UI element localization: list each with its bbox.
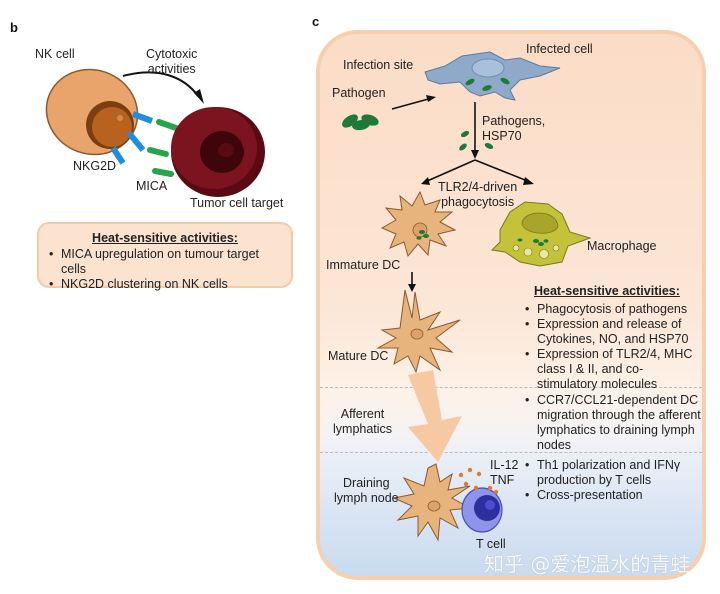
tissue-activity-item: Expression and release of Cytokines, NO,… <box>523 317 703 347</box>
infected-cell-label: Infected cell <box>526 42 593 56</box>
mica-label: MICA <box>136 179 168 193</box>
macrophage-label: Macrophage <box>587 239 657 253</box>
mature-dc-label: Mature DC <box>328 349 389 363</box>
t-cell-icon <box>461 487 503 533</box>
draining-lymph-node-label: Draining lymph node <box>334 476 399 505</box>
immature-dc-icon <box>380 190 457 258</box>
panel-c-letter: c <box>312 14 320 29</box>
immature-dc-label: Immature DC <box>326 258 401 272</box>
panel-b-activity-item: MICA upregulation on tumour target cells <box>47 247 283 277</box>
tissue-activity-item: Phagocytosis of pathogens <box>523 302 703 317</box>
mica-ligands-icon <box>147 119 179 177</box>
lymphatics-activity-item: CCR7/CCL21-dependent DC migration throug… <box>523 393 703 453</box>
pathogen-label: Pathogen <box>332 86 386 100</box>
to-dc-arrow <box>424 159 476 183</box>
node-activity-item: Th1 polarization and IFNγ production by … <box>523 458 703 488</box>
panel-b-heat-sensitive-box: Heat-sensitive activities: MICA upregula… <box>37 222 293 292</box>
panel-b-heat-title: Heat-sensitive activities: <box>92 231 238 245</box>
t-cell-label: T cell <box>476 537 506 551</box>
node-activity-item: Cross-presentation <box>523 488 703 503</box>
lymphatics-activities-list: CCR7/CCL21-dependent DC migration throug… <box>523 393 703 453</box>
pathogens-hsp70-label: Pathogens, HSP70 <box>482 114 546 143</box>
watermark-text: 知乎 @爱泡温水的青蛙 <box>484 552 691 576</box>
macrophage-icon <box>490 201 592 267</box>
infection-site-label: Infection site <box>343 58 414 72</box>
panel-b-activity-item: NKG2D clustering on NK cells <box>47 277 283 292</box>
nk-cell-label: NK cell <box>35 47 75 61</box>
tissue-activities-list: Phagocytosis of pathogens Expression and… <box>523 302 703 392</box>
il12-tnf-label: IL-12 TNF <box>490 458 519 487</box>
node-activities-list: Th1 polarization and IFNγ production by … <box>523 458 703 503</box>
panel-b-letter: b <box>10 20 18 35</box>
tlr-phagocytosis-label: TLR2/4-driven phagocytosis <box>438 180 518 209</box>
panel-c-heat-title: Heat-sensitive activities: <box>534 284 680 298</box>
tumor-cell-label: Tumor cell target <box>190 196 284 210</box>
nk-cell-icon <box>45 68 139 156</box>
lymph-node-dc-icon <box>392 463 472 542</box>
tumor-cell-icon <box>171 107 265 197</box>
migration-arrow-icon <box>408 370 462 462</box>
cytokine-dots-icon <box>458 467 499 495</box>
cytotoxic-arrowhead <box>194 89 204 104</box>
released-pathogens-icon <box>459 130 494 151</box>
afferent-lymphatics-label: Afferent lymphatics <box>333 407 393 436</box>
tissue-lymphatics-divider <box>320 387 702 388</box>
infected-cell-icon <box>424 51 561 101</box>
mature-dc-icon <box>376 289 461 374</box>
pathogen-to-cell-arrow <box>391 97 433 110</box>
tissue-activity-item: Expression of TLR2/4, MHC class I & II, … <box>523 347 703 392</box>
cytotoxic-arrow <box>122 71 199 97</box>
nkg2d-label: NKG2D <box>73 159 117 173</box>
nkg2d-receptors-icon <box>110 111 154 165</box>
to-macrophage-arrow <box>474 159 531 183</box>
lymphatics-node-divider <box>320 452 702 453</box>
cytotoxic-activities-label: Cytotoxic activities <box>146 47 198 76</box>
panel-b-illustration <box>45 68 265 197</box>
pathogen-icon <box>342 114 379 131</box>
